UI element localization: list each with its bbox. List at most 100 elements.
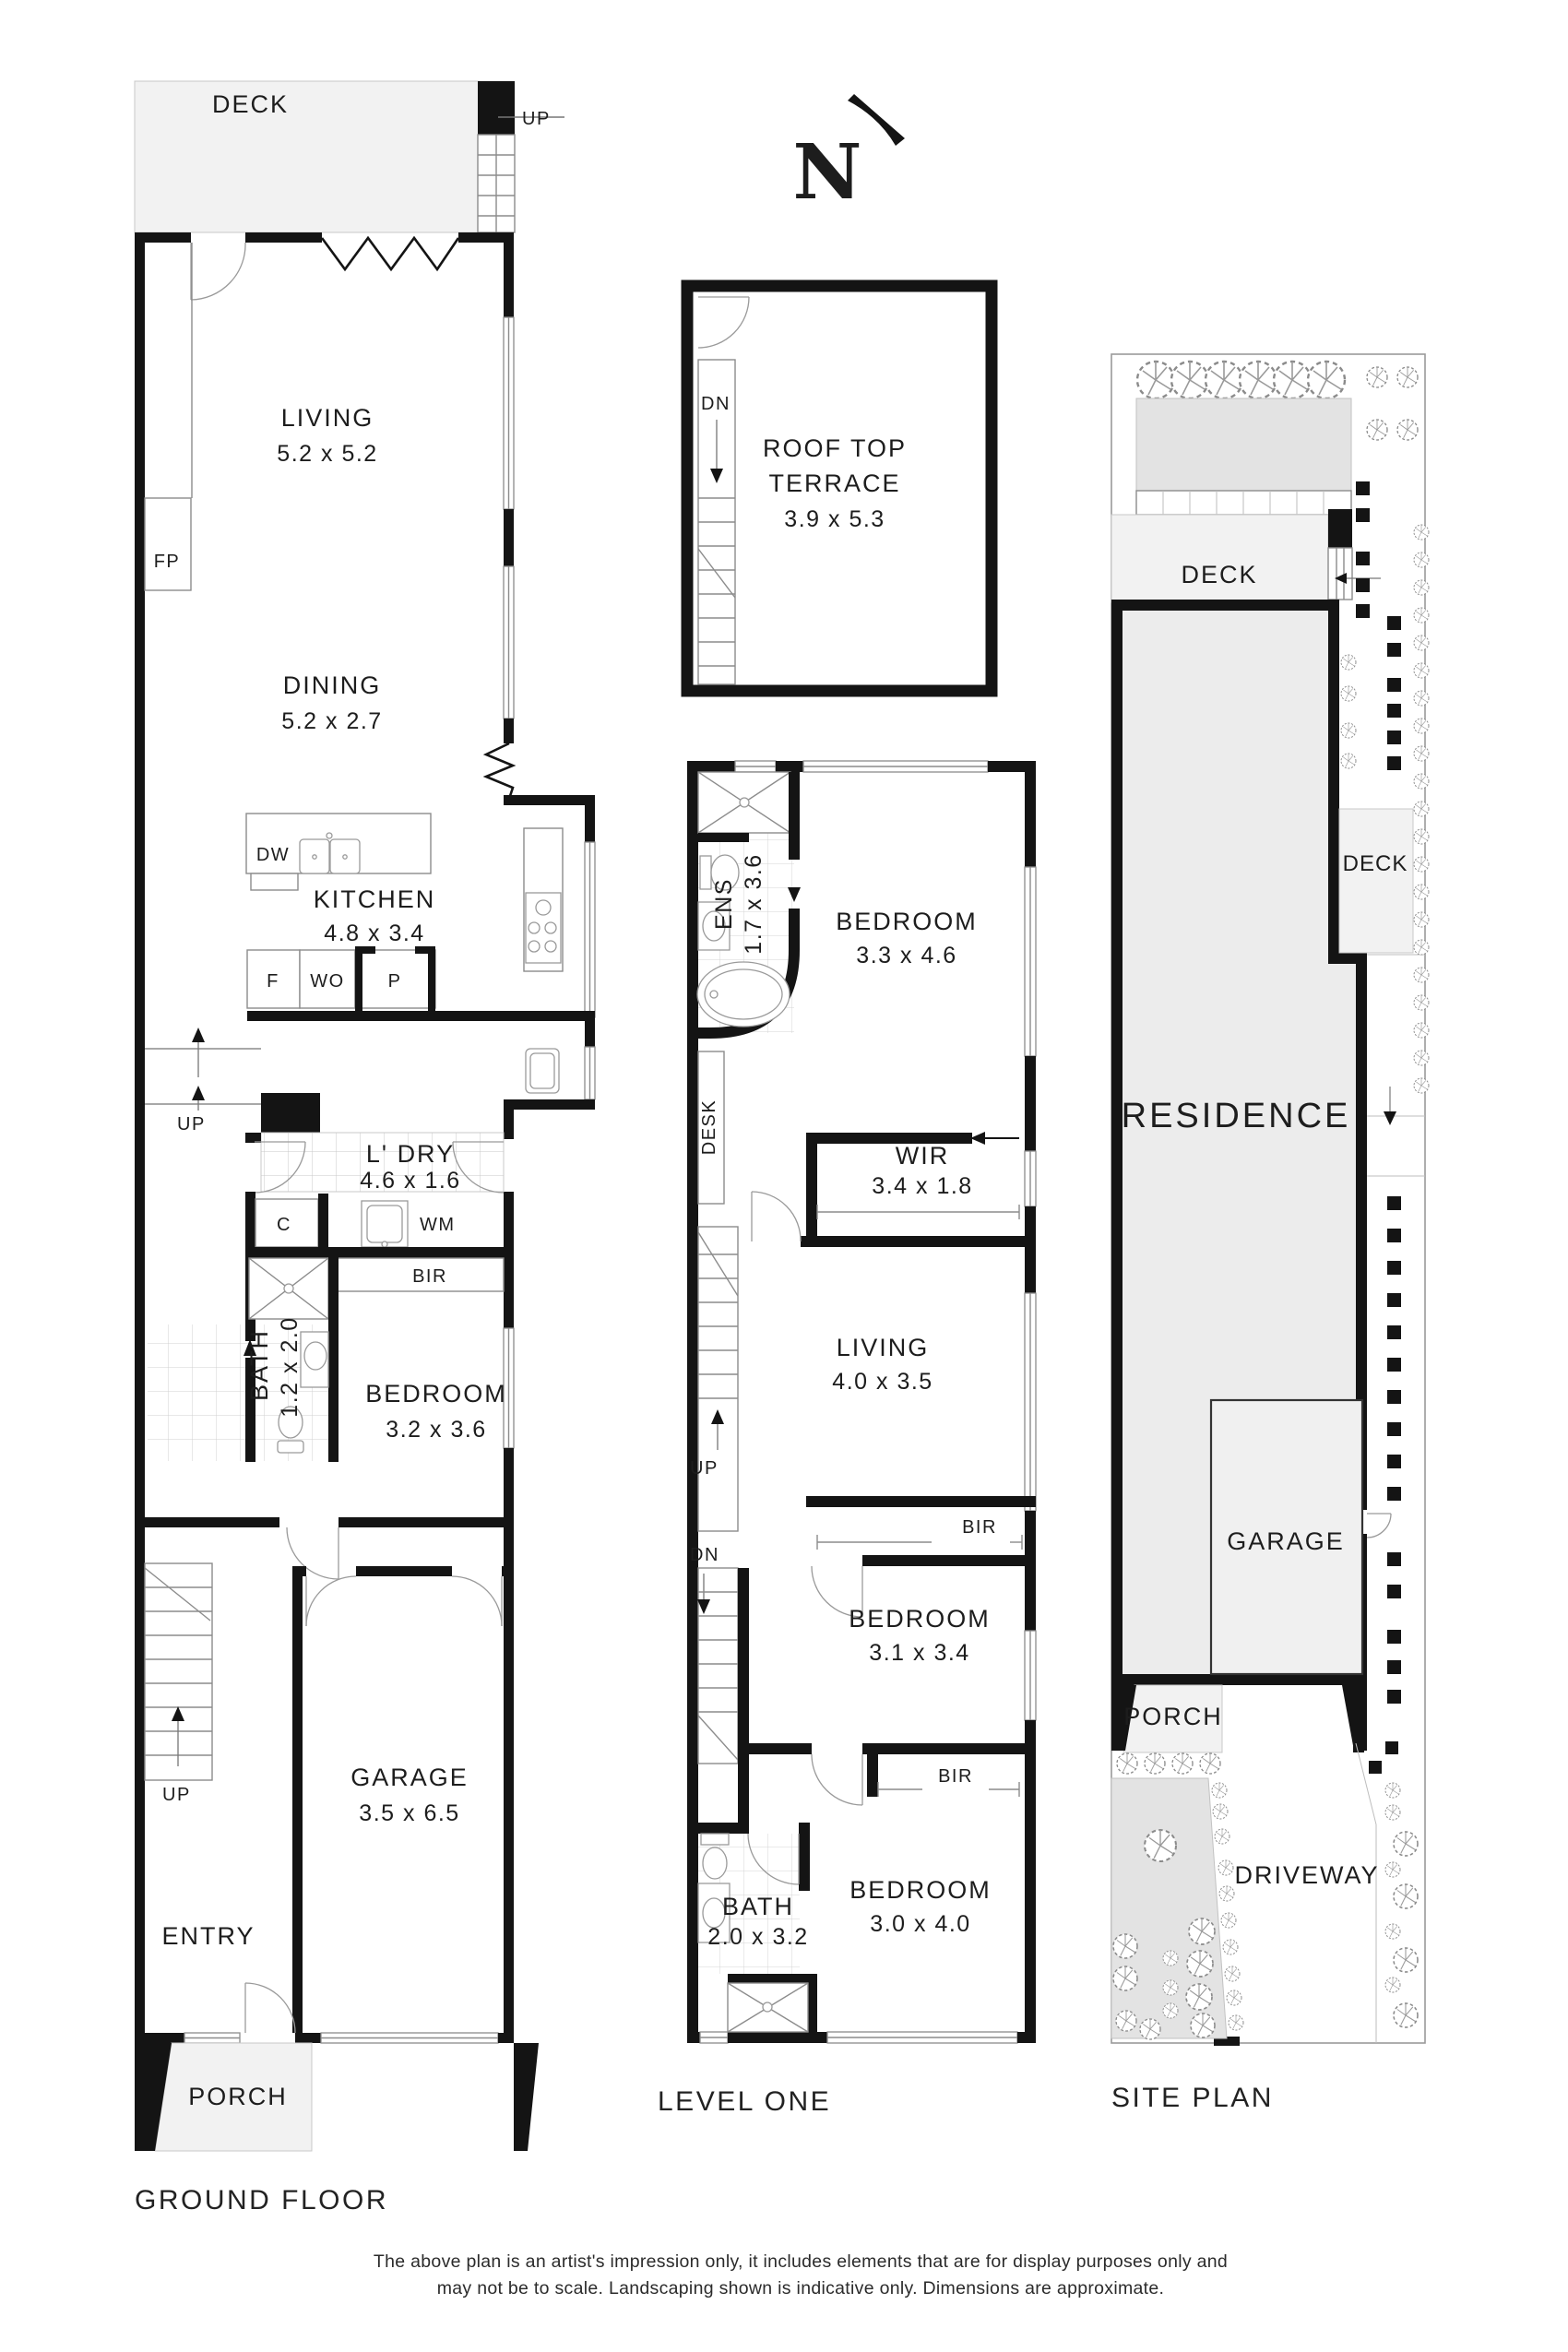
l1-terrace: DN ROOF TOP TERRACE 3.9 x 5.3	[681, 279, 998, 697]
l1-dn1-label: DN	[701, 394, 731, 414]
gf-living-dims: 5.2 x 5.2	[277, 441, 377, 467]
gf-hall-stairs: UP	[145, 1028, 261, 1134]
gf-dining-dims: 5.2 x 2.7	[281, 708, 382, 734]
l1-terrace-label1: ROOF TOP	[763, 434, 907, 462]
gf-landing	[261, 1093, 320, 1133]
gf-bifold-door-side	[482, 742, 517, 800]
l1-up-label: UP	[690, 1458, 719, 1479]
site-path-arrow	[1384, 1087, 1396, 1125]
gf-living-door	[190, 242, 246, 301]
l1-dn2-label: DN	[690, 1545, 719, 1565]
gf-garage-label: GARAGE	[350, 1764, 469, 1791]
l1-bir2: BIR	[749, 1743, 1036, 1797]
l1-stairs-down: DN	[690, 1545, 749, 1823]
l1-bed2-label: BEDROOM	[849, 1605, 991, 1633]
level-one-plan: DN ROOF TOP TERRACE 3.9 x 5.3	[658, 279, 1037, 2117]
l1-bed1-label: BEDROOM	[836, 908, 978, 935]
site-title: SITE PLAN	[1111, 2083, 1274, 2113]
gf-ldry-label: L' DRY	[366, 1140, 455, 1168]
gf-bedroom-label: BEDROOM	[365, 1380, 507, 1408]
gf-bir-wall	[245, 1247, 514, 1258]
gf-cabinets: F WO P	[246, 946, 436, 1011]
gf-wo-label: WO	[310, 971, 344, 992]
l1-bed3-dims: 3.0 x 4.0	[870, 1911, 970, 1937]
l1-wir: WIR 3.4 x 1.8	[806, 1132, 1020, 1247]
l1-bath-dims: 2.0 x 3.2	[707, 1924, 808, 1950]
gf-laundry: L' DRY 4.6 x 1.6	[245, 1048, 560, 1194]
gf-p-label: P	[388, 971, 402, 992]
l1-bir1: BIR	[806, 1496, 1036, 1566]
l1-desk: DESK	[697, 1051, 725, 1205]
gf-deck-label: DECK	[212, 90, 289, 118]
l1-bed1-dims: 3.3 x 4.6	[856, 943, 956, 968]
gf-bir-label: BIR	[412, 1266, 447, 1287]
l1-ens-dims: 1.7 x 3.6	[741, 853, 766, 954]
gf-dw-label: DW	[256, 845, 290, 865]
gf-kitchen-wall	[247, 1011, 595, 1021]
gf-garage-dims: 3.5 x 6.5	[359, 1800, 459, 1826]
gf-up3-label: UP	[162, 1785, 191, 1805]
l1-bed3-label: BEDROOM	[849, 1876, 992, 1904]
gf-bathroom: BATH 1.2 x 2.0	[148, 1247, 339, 1462]
site-top-garden	[1135, 360, 1419, 516]
site-driveway: DRIVEWAY	[1234, 1742, 1419, 2043]
gf-bedroom-door	[145, 1517, 514, 1580]
l1-stairs-up: UP	[690, 1226, 739, 1532]
l1-ensuite: ENS 1.7 x 3.6	[696, 771, 801, 1039]
gf-up1-label: UP	[522, 109, 551, 129]
l1-title: LEVEL ONE	[658, 2086, 831, 2117]
site-garage: GARAGE	[1209, 1398, 1364, 1676]
l1-living-dims: 4.0 x 3.5	[832, 1369, 932, 1395]
gf-fireplace: FP	[144, 497, 192, 591]
gf-ldry-dims: 4.6 x 1.6	[360, 1168, 460, 1194]
north-letter: N	[793, 128, 862, 217]
north-arrow-icon: N	[793, 94, 905, 217]
gf-porch-door	[244, 1982, 296, 2034]
l1-walls	[687, 760, 1037, 2044]
l1-bed3-door	[811, 1753, 863, 1806]
l1-desk-label: DESK	[699, 1099, 719, 1155]
l1-living-label: LIVING	[837, 1334, 930, 1361]
gf-deck-up-arrow: UP	[483, 109, 564, 129]
gf-wm-label: WM	[420, 1215, 456, 1235]
gf-kitchen-dims: 4.8 x 3.4	[324, 921, 424, 946]
l1-terrace-dims: 3.9 x 5.3	[784, 506, 885, 532]
site-front-garden	[1111, 1752, 1244, 2040]
site-porch-label: PORCH	[1123, 1703, 1223, 1730]
gf-c-label: C	[277, 1215, 291, 1235]
site-plan: DECK RESIDENCE DECK GARAGE	[1111, 353, 1430, 2113]
l1-wir-dims: 3.4 x 1.8	[872, 1173, 972, 1199]
site-garage-label: GARAGE	[1227, 1527, 1345, 1555]
ground-floor-plan: DECK UP	[134, 80, 596, 2215]
site-deck-side: DECK	[1338, 808, 1414, 954]
l1-bed2-dims: 3.1 x 3.4	[869, 1640, 969, 1666]
gf-entry-stairs: UP	[144, 1562, 213, 1805]
gf-entry-label: ENTRY	[161, 1922, 255, 1950]
gf-bir: BIR	[327, 1257, 505, 1292]
l1-terrace-label2: TERRACE	[768, 469, 900, 497]
gf-kitchen-island: DW	[245, 813, 432, 891]
l1-bed2-door	[811, 1565, 863, 1618]
l1-living-door	[751, 1191, 1025, 1247]
site-deck2-label: DECK	[1343, 851, 1408, 876]
l1-bir1-label: BIR	[962, 1517, 997, 1538]
gf-fp-label: FP	[154, 552, 181, 572]
gf-kitchen-label: KITCHEN	[314, 885, 436, 913]
site-deck-top: DECK	[1111, 509, 1381, 603]
site-porch: PORCH	[1111, 1684, 1367, 1753]
site-deck1-label: DECK	[1181, 561, 1257, 588]
gf-living-label: LIVING	[281, 404, 374, 432]
gf-deck-stairs	[477, 134, 516, 233]
l1-bir2-label: BIR	[938, 1766, 973, 1787]
gf-f-label: F	[267, 971, 279, 992]
site-driveway-label: DRIVEWAY	[1234, 1861, 1379, 1889]
gf-dining-label: DINING	[283, 671, 382, 699]
site-pavers	[1214, 481, 1401, 2046]
gf-deck-area	[134, 80, 481, 233]
disclaimer-line2: may not be to scale. Landscaping shown i…	[437, 2278, 1165, 2299]
gf-bath-dims: 1.2 x 2.0	[277, 1316, 303, 1417]
gf-up2-label: UP	[177, 1114, 206, 1134]
site-residence-label: RESIDENCE	[1122, 1097, 1351, 1135]
